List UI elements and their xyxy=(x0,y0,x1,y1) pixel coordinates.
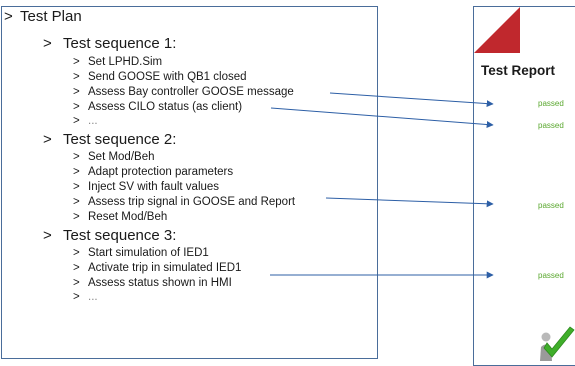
bullet-marker: > xyxy=(43,227,52,244)
bullet-marker: > xyxy=(73,115,80,127)
step-item: > Assess CILO status (as client) xyxy=(73,101,243,114)
bullet-marker: > xyxy=(43,131,52,148)
bullet-marker: > xyxy=(73,151,80,163)
step-item: > Adapt protection parameters xyxy=(73,166,234,179)
step-item: >... xyxy=(73,115,98,128)
step-text: Send GOOSE with QB1 closed xyxy=(88,71,247,83)
step-text: ... xyxy=(88,291,98,303)
step-text: Set LPHD.Sim xyxy=(88,56,163,68)
step-item: > Send GOOSE with QB1 closed xyxy=(73,71,247,84)
bullet-marker: > xyxy=(73,56,80,68)
step-item: > Set LPHD.Sim xyxy=(73,56,163,69)
result-passed: passed xyxy=(538,99,564,108)
step-text: Set Mod/Beh xyxy=(88,151,155,163)
step-text: Inject SV with fault values xyxy=(88,181,220,193)
step-text: Assess CILO status (as client) xyxy=(88,101,243,113)
bullet-marker: > xyxy=(73,211,80,223)
step-text: Assess trip signal in GOOSE and Report xyxy=(88,196,296,208)
test-report-panel xyxy=(473,6,575,366)
result-passed: passed xyxy=(538,201,564,210)
step-text: Activate trip in simulated IED1 xyxy=(88,262,242,274)
bullet-marker: > xyxy=(73,101,80,113)
bullet-marker: > xyxy=(73,277,80,289)
step-item: > Inject SV with fault values xyxy=(73,181,220,194)
step-item: > Assess Bay controller GOOSE message xyxy=(73,86,294,99)
bullet-marker: > xyxy=(43,35,52,52)
step-item: > Set Mod/Beh xyxy=(73,151,155,164)
step-text: Adapt protection parameters xyxy=(88,166,234,178)
bullet-marker: > xyxy=(73,262,80,274)
bullet-marker: > xyxy=(4,8,13,25)
test-report-title: Test Report xyxy=(481,63,556,78)
test-plan-title: Test Plan xyxy=(20,8,82,25)
step-text: Reset Mod/Beh xyxy=(88,211,168,223)
result-passed: passed xyxy=(538,121,564,130)
sequence-label: Test sequence 1: xyxy=(63,35,177,52)
bullet-marker: > xyxy=(73,166,80,178)
step-item: > Reset Mod/Beh xyxy=(73,211,168,224)
test-plan-heading: > Test Plan xyxy=(4,9,82,24)
bullet-marker: > xyxy=(73,181,80,193)
step-item: >... xyxy=(73,291,98,304)
bullet-marker: > xyxy=(73,291,80,303)
result-passed: passed xyxy=(538,271,564,280)
step-item: > Activate trip in simulated IED1 xyxy=(73,262,242,275)
step-text: ... xyxy=(88,115,98,127)
step-text: Assess Bay controller GOOSE message xyxy=(88,86,294,98)
step-item: > Start simulation of IED1 xyxy=(73,247,209,260)
bullet-marker: > xyxy=(73,86,80,98)
sequence-label: Test sequence 3: xyxy=(63,227,177,244)
bullet-marker: > xyxy=(73,247,80,259)
bullet-marker: > xyxy=(73,71,80,83)
sequence-1-heading: > Test sequence 1: xyxy=(43,36,176,51)
sequence-label: Test sequence 2: xyxy=(63,131,177,148)
step-item: > Assess status shown in HMI xyxy=(73,277,232,290)
step-item: > Assess trip signal in GOOSE and Report xyxy=(73,196,296,209)
step-text: Assess status shown in HMI xyxy=(88,277,232,289)
checkmark-person-icon xyxy=(540,326,575,361)
sequence-3-heading: > Test sequence 3: xyxy=(43,228,176,243)
test-plan-panel xyxy=(1,6,378,359)
step-text: Start simulation of IED1 xyxy=(88,247,209,259)
sequence-2-heading: > Test sequence 2: xyxy=(43,132,176,147)
bullet-marker: > xyxy=(73,196,80,208)
report-logo-icon xyxy=(474,7,520,53)
